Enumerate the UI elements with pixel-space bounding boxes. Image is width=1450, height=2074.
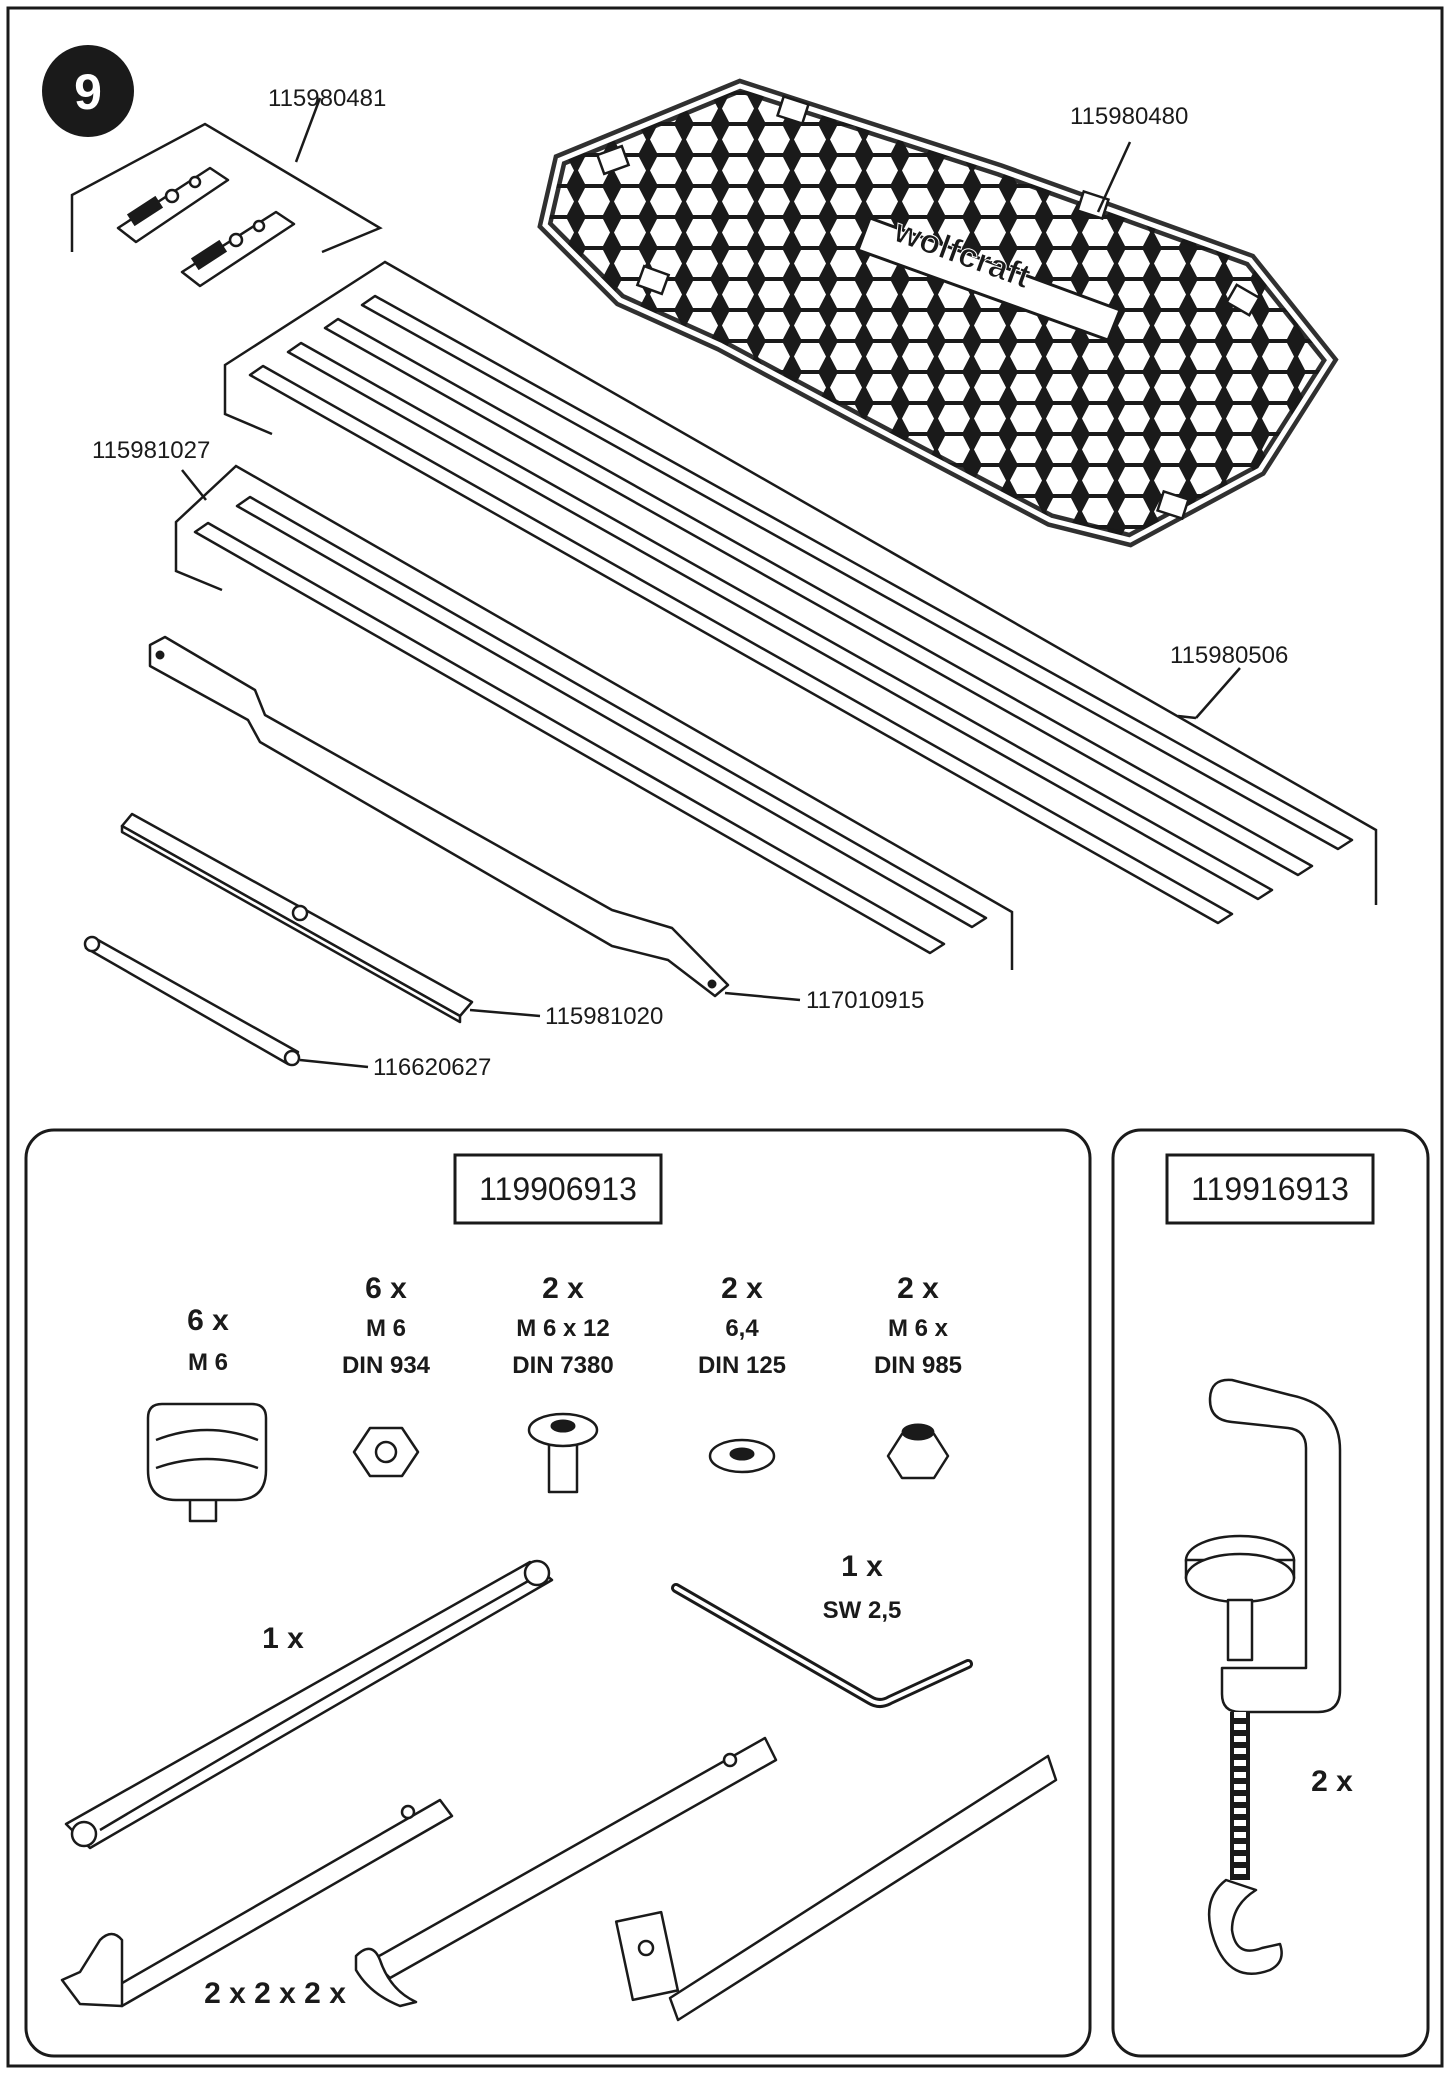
kit-119906913-code: 119906913: [479, 1171, 637, 1207]
bracket-icon: [60, 1798, 454, 2008]
screw-spec2: DIN 7380: [512, 1352, 613, 1379]
label-117010915: 117010915: [806, 987, 924, 1014]
hex-key-icon: [671, 1583, 973, 1708]
washer-icon: [708, 1438, 776, 1474]
link-qty: 1 x: [262, 1622, 304, 1655]
link-icon: [64, 1559, 554, 1850]
nut-spec2: DIN 934: [342, 1352, 431, 1379]
locknut-spec1: M 6 x: [888, 1315, 949, 1342]
nut-qty: 6 x: [365, 1272, 407, 1305]
clamp-qty: 2 x: [1311, 1765, 1353, 1798]
screw-qty: 2 x: [542, 1272, 584, 1305]
label-115981020: 115981020: [545, 1003, 663, 1030]
locknut-spec2: DIN 985: [874, 1352, 962, 1379]
clip-icon: [180, 210, 296, 288]
knob-qty: 6 x: [187, 1304, 229, 1337]
link-116620627: [83, 935, 301, 1067]
nut-spec1: M 6: [366, 1315, 406, 1342]
step-number: 9: [74, 64, 102, 120]
flat-bar-115981020: [120, 812, 474, 1024]
clip-icon: [116, 166, 230, 244]
hexkey-spec: SW 2,5: [823, 1597, 902, 1624]
guide-profile-117010915: [148, 635, 730, 998]
label-115980506: 115980506: [1170, 642, 1288, 669]
label-116620627: 116620627: [373, 1054, 491, 1081]
screw-icon: [527, 1412, 599, 1494]
kit-119916913-code-box: [1165, 1153, 1375, 1225]
screw-spec1: M 6 x 12: [516, 1315, 609, 1342]
step-badge: 9: [42, 45, 134, 137]
washer-spec2: DIN 125: [698, 1352, 786, 1379]
locknut-qty: 2 x: [897, 1272, 939, 1305]
washer-qty: 2 x: [721, 1272, 763, 1305]
locknut-icon: [886, 1423, 950, 1480]
hexkey-qty: 1 x: [841, 1550, 883, 1583]
washer-spec1: 6,4: [725, 1315, 759, 1342]
strips-115981027: [174, 464, 1014, 970]
bracket-icon: [614, 1754, 1058, 2022]
brackets-qty: 2 x 2 x 2 x: [204, 1977, 346, 2010]
honeycomb-plate: wolfcraft: [537, 78, 1339, 548]
label-115980481: 115980481: [268, 85, 386, 112]
strips-115980506: [223, 260, 1378, 925]
c-clamp-icon: [1184, 1378, 1342, 1975]
label-115981027: 115981027: [92, 437, 210, 464]
kit-119916913-code: 119916913: [1191, 1171, 1349, 1207]
page-frame: [6, 6, 1444, 2068]
knob-icon: [146, 1402, 268, 1523]
knob-spec: M 6: [188, 1349, 228, 1376]
kit-119906913-panel: [24, 1128, 1092, 2058]
label-115980480: 115980480: [1070, 103, 1188, 130]
kit-119906913-code-box: [453, 1153, 663, 1225]
bracket-icon: [354, 1736, 778, 2008]
part-115980481-group: 115980481: [70, 85, 386, 288]
kit-119916913-panel: [1111, 1128, 1430, 2058]
nut-icon: [352, 1426, 420, 1478]
